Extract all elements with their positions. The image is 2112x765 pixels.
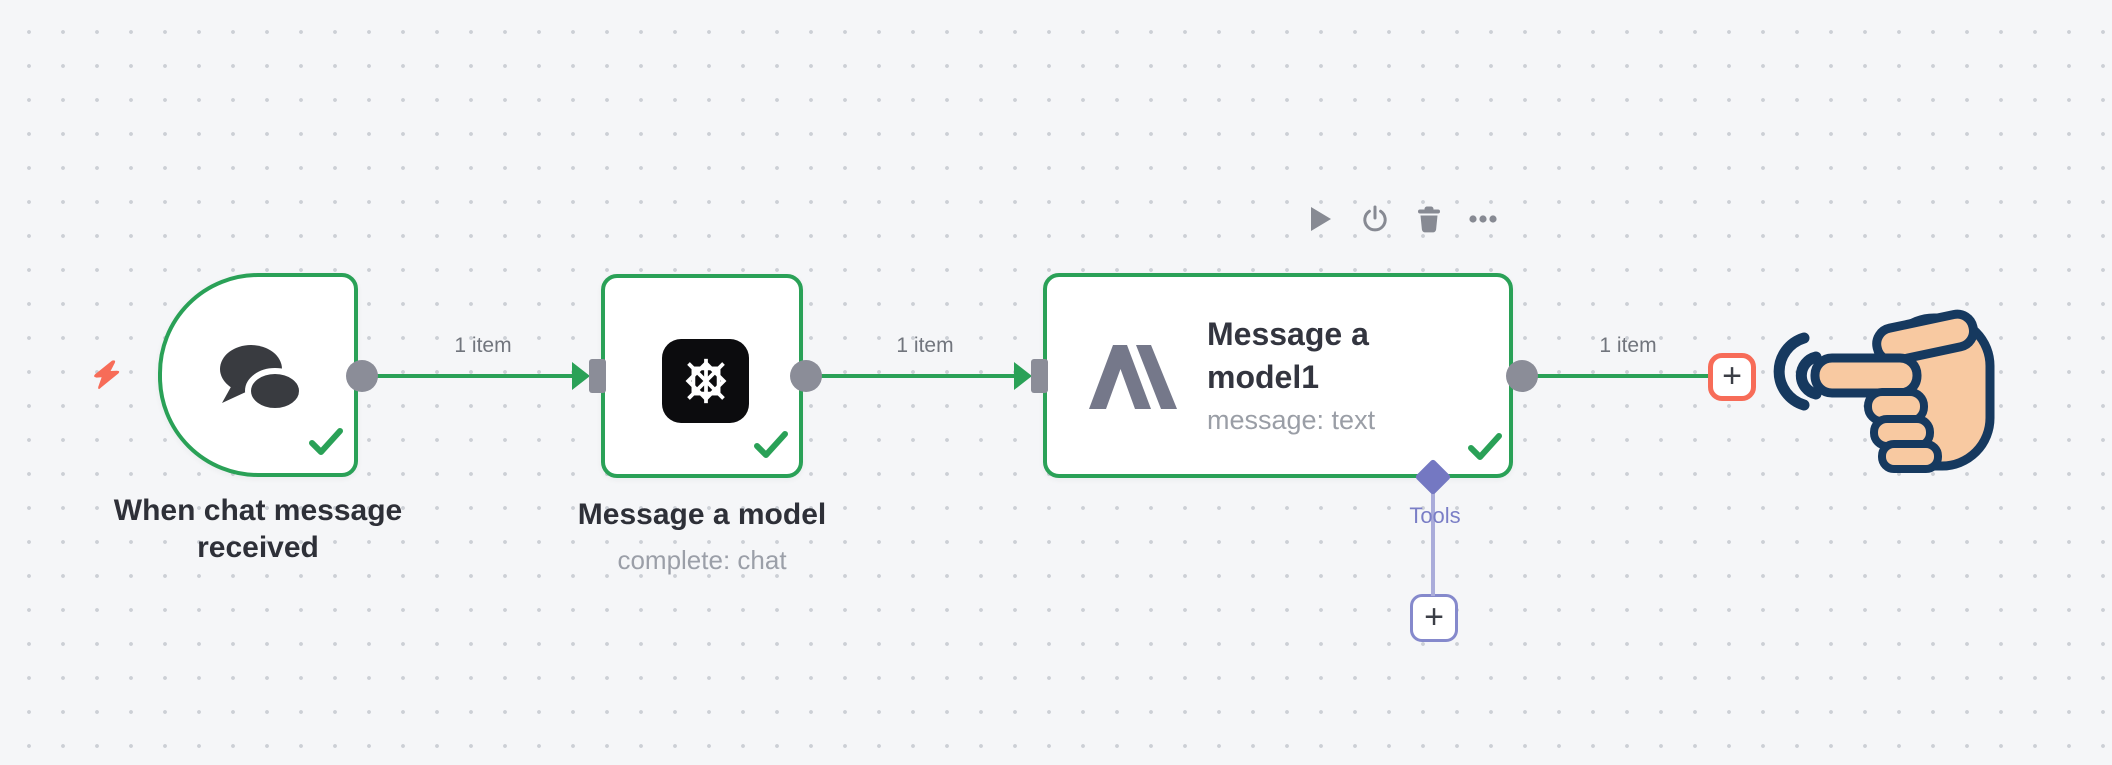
node-when-chat-message-received[interactable] [158, 273, 358, 477]
anthropic-logo-icon [1089, 345, 1177, 409]
connection-items-label: 1 item [1599, 334, 1657, 357]
node-label: Message a model [577, 498, 827, 531]
node-message-a-model1[interactable]: Message a model1 message: text [1043, 273, 1513, 478]
arrow-icon [1014, 362, 1032, 390]
plus-glyph: + [1722, 356, 1742, 395]
connection-line[interactable] [1522, 374, 1710, 378]
add-tool-button[interactable]: + [1410, 594, 1458, 642]
play-icon[interactable] [1306, 202, 1336, 236]
pointing-hand-icon [1773, 309, 1995, 473]
arrow-icon [572, 362, 590, 390]
connection-line[interactable] [362, 374, 574, 378]
check-icon [1468, 433, 1502, 460]
tools-connection-line [1431, 490, 1435, 596]
node-toolbar [1306, 202, 1498, 236]
output-endpoint[interactable] [1506, 360, 1538, 392]
power-icon[interactable] [1360, 202, 1390, 236]
output-endpoint[interactable] [790, 360, 822, 392]
node-title: Message a model1 [1207, 316, 1369, 395]
chat-bubbles-icon [220, 345, 305, 417]
ellipsis-icon[interactable] [1468, 202, 1498, 236]
check-icon [309, 428, 343, 455]
connection-items-label: 1 item [896, 334, 954, 357]
connection-items-label: 1 item [454, 334, 512, 357]
check-icon [754, 431, 788, 458]
trash-icon[interactable] [1414, 202, 1444, 236]
tools-label: Tools [1409, 503, 1461, 528]
output-endpoint[interactable] [346, 360, 378, 392]
lightning-bolt-icon [94, 360, 120, 389]
model-star-icon [662, 339, 749, 423]
connection-line[interactable] [806, 374, 1016, 378]
input-endpoint[interactable] [1031, 359, 1048, 393]
node-message-a-model[interactable] [601, 274, 803, 478]
plus-glyph: + [1424, 597, 1444, 636]
node-subtitle: message: text [1207, 405, 1376, 435]
input-endpoint[interactable] [589, 359, 606, 393]
add-node-button[interactable]: + [1708, 353, 1756, 401]
node-subtitle: complete: chat [617, 545, 787, 575]
node-label: When chat message received [113, 494, 403, 564]
